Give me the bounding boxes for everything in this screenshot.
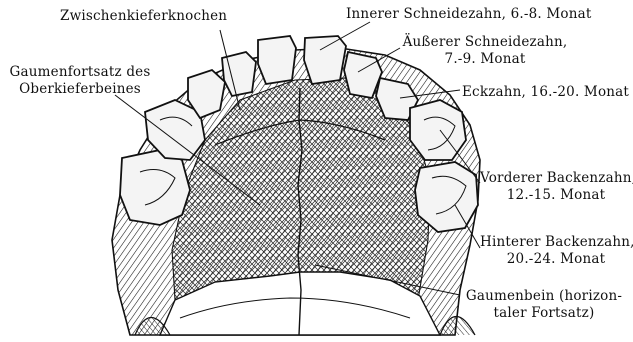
label-eckzahn: Eckzahn, 16.-20. Monat	[462, 84, 629, 101]
label-hinterer-line1: Hinterer Backenzahn,	[480, 234, 632, 251]
label-zwischenkieferknochen: Zwischenkieferknochen	[60, 8, 227, 25]
label-gaumenfortsatz-line2: Oberkieferbeines	[0, 81, 160, 98]
label-gaumenbein: Gaumenbein (horizon- taler Fortsatz)	[458, 288, 630, 322]
left-central-incisor	[258, 36, 296, 84]
right-central-incisor	[304, 36, 346, 84]
label-gaumenfortsatz-line1: Gaumenfortsatz des	[0, 64, 160, 81]
label-gaumenbein-line2: taler Fortsatz)	[458, 305, 630, 322]
label-hinterer-backenzahn: Hinterer Backenzahn, 20.-24. Monat	[480, 234, 632, 268]
right-posterior-molar	[415, 162, 478, 232]
label-vorderer-line2: 12.-15. Monat	[480, 187, 632, 204]
label-vorderer-line1: Vorderer Backenzahn,	[480, 170, 632, 187]
label-vorderer-backenzahn: Vorderer Backenzahn, 12.-15. Monat	[480, 170, 632, 204]
label-gaumenbein-line1: Gaumenbein (horizon-	[458, 288, 630, 305]
label-aeusserer-schneidezahn: Äußerer Schneidezahn, 7.-9. Monat	[390, 34, 580, 68]
label-gaumenfortsatz: Gaumenfortsatz des Oberkieferbeines	[0, 64, 160, 98]
right-anterior-molar	[410, 100, 466, 160]
label-innerer-schneidezahn: Innerer Schneidezahn, 6.-8. Monat	[346, 6, 592, 23]
label-aeusserer-line2: 7.-9. Monat	[390, 51, 580, 68]
label-aeusserer-line1: Äußerer Schneidezahn,	[390, 34, 580, 51]
label-hinterer-line2: 20.-24. Monat	[480, 251, 632, 268]
left-posterior-molar	[120, 150, 190, 225]
